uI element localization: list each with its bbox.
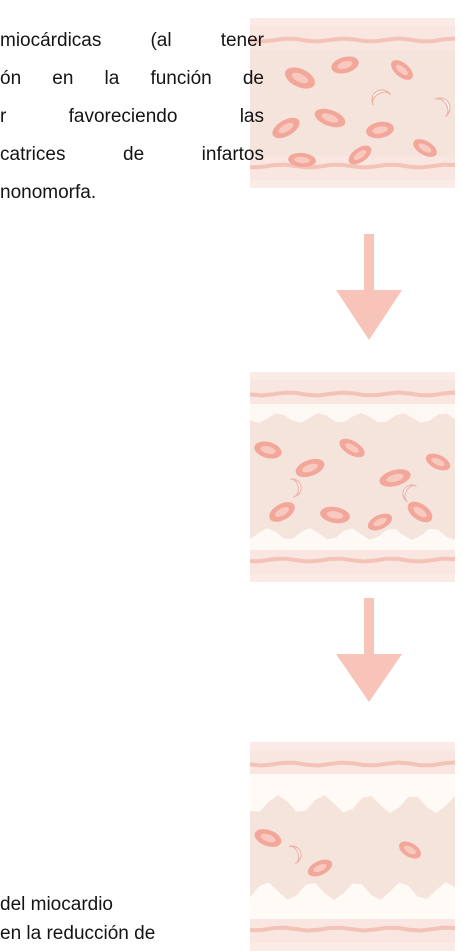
arrow-shaft <box>364 598 374 654</box>
text-line: miocárdicas (al tener <box>0 22 264 60</box>
vessel-edge <box>250 574 455 582</box>
vessel-lumen <box>250 404 455 550</box>
text-line: ón en la función de <box>0 60 264 98</box>
text-line: del miocardio <box>0 890 250 919</box>
arrow-head <box>336 654 402 702</box>
vessel-edge <box>250 18 455 26</box>
text-line: catrices de infartos <box>0 136 264 174</box>
arrow-head <box>336 290 402 340</box>
vessel-panel-narrowing <box>250 372 455 582</box>
down-arrow-icon <box>336 234 402 340</box>
top-paragraph: miocárdicas (al tener ón en la función d… <box>0 22 264 212</box>
text-line: r favoreciendo las <box>0 98 264 136</box>
text-line: en la reducción de <box>0 919 250 948</box>
vessel-panel-clear <box>250 18 455 188</box>
arrow-shaft <box>364 234 374 290</box>
text-line: nonomorfa. <box>0 174 264 212</box>
vessel-edge <box>250 742 455 750</box>
down-arrow-icon <box>336 598 402 702</box>
vessel-edge <box>250 372 455 380</box>
bottom-paragraph: del miocardio en la reducción de <box>0 890 250 948</box>
vessel-edge <box>250 943 455 951</box>
vessel-panel-blocked <box>250 742 455 951</box>
vessel-edge <box>250 180 455 188</box>
